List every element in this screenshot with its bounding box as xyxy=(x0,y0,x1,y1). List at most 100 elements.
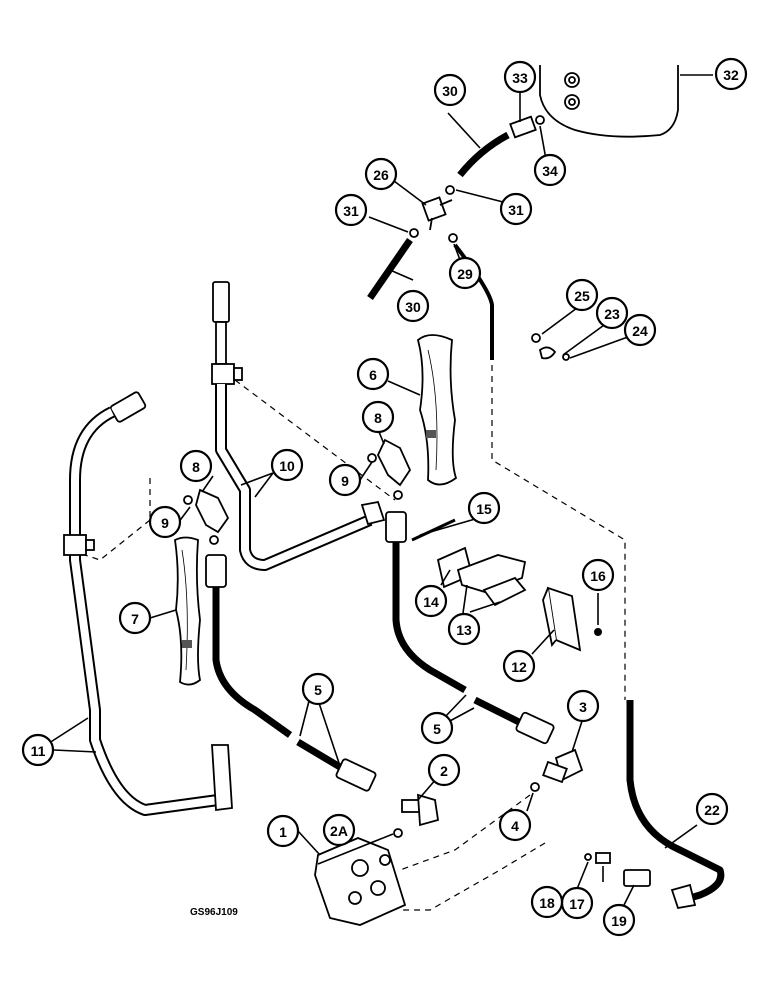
callout-label: 7 xyxy=(131,611,139,627)
callout-circle xyxy=(595,296,629,330)
callout-30b: 30 xyxy=(396,289,430,323)
part-26-tee xyxy=(409,185,458,243)
callout-label: 30 xyxy=(442,83,458,99)
callout-circle xyxy=(530,885,564,919)
part-30-lower-hoses xyxy=(367,238,494,360)
callout-5a: 5 xyxy=(301,672,335,706)
part-10-tube xyxy=(211,281,386,571)
callout-9b: 9 xyxy=(148,505,182,539)
callout-circle xyxy=(361,400,395,434)
callout-13: 13 xyxy=(447,612,481,646)
callout-group: 122A345567889910111213141516171819222324… xyxy=(21,57,748,937)
callout-circle xyxy=(565,278,599,312)
callout-label: 11 xyxy=(31,743,46,759)
callout-circle xyxy=(420,711,454,745)
part-32-reservoir xyxy=(539,65,679,138)
callout-label: 4 xyxy=(511,818,519,834)
callout-circle xyxy=(448,256,482,290)
part-13-clamp xyxy=(456,554,527,607)
callout-26: 26 xyxy=(364,157,398,191)
callout-circle xyxy=(179,449,213,483)
callout-8b: 8 xyxy=(179,449,213,483)
callout-circle xyxy=(328,463,362,497)
callout-circle xyxy=(322,813,356,847)
callout-label: 8 xyxy=(192,459,200,475)
callout-label: 16 xyxy=(590,568,606,584)
leader-lines xyxy=(45,74,713,906)
part-19-fitting xyxy=(623,869,651,887)
callout-label: 30 xyxy=(405,299,421,315)
callout-31b: 31 xyxy=(499,192,533,226)
callout-label: 1 xyxy=(279,824,287,840)
callout-label: 6 xyxy=(369,367,377,383)
callout-label: 9 xyxy=(341,473,349,489)
callout-14: 14 xyxy=(414,584,448,618)
callout-12: 12 xyxy=(502,649,536,683)
callout-circle xyxy=(602,903,636,937)
callout-33: 33 xyxy=(503,60,537,94)
callout-23: 23 xyxy=(595,296,629,330)
callout-16: 16 xyxy=(581,558,615,592)
callout-label: 31 xyxy=(343,203,359,219)
callout-circle xyxy=(502,649,536,683)
callout-label: 14 xyxy=(423,594,439,610)
callout-circle xyxy=(21,733,55,767)
callout-circle xyxy=(498,808,532,842)
callout-label: 32 xyxy=(723,67,739,83)
callout-circle xyxy=(533,153,567,187)
callout-circle xyxy=(433,73,467,107)
callout-label: 9 xyxy=(161,515,169,531)
callout-17: 17 xyxy=(560,886,594,920)
callout-circle xyxy=(623,313,657,347)
callout-circle xyxy=(499,192,533,226)
callout-label: 24 xyxy=(632,323,648,339)
callout-circle xyxy=(581,558,615,592)
part-5-hoses xyxy=(205,511,555,792)
part-15-bolt xyxy=(411,518,456,542)
part-12-bracket xyxy=(542,586,582,652)
callout-label: 23 xyxy=(604,306,620,322)
callout-6: 6 xyxy=(356,357,390,391)
callout-circle xyxy=(714,57,748,91)
callout-label: 2 xyxy=(440,763,448,779)
part-3-elbow xyxy=(542,748,584,784)
figure-code: GS96J109 xyxy=(190,907,238,918)
callout-label: 10 xyxy=(279,458,295,474)
parts-23-24-25-clip xyxy=(531,333,570,361)
callout-circle xyxy=(427,753,461,787)
part-22-hose xyxy=(626,700,725,910)
callout-circle xyxy=(447,612,481,646)
part-6-sleeve xyxy=(416,334,458,486)
dashed-routing-lines xyxy=(69,365,626,911)
part-2-elbow xyxy=(401,793,440,827)
part-33-fitting xyxy=(509,115,545,139)
callout-circle xyxy=(301,672,335,706)
callout-7: 7 xyxy=(118,601,152,635)
callout-11: 11 xyxy=(21,733,55,767)
part-7-sleeve xyxy=(174,536,201,686)
callout-circle xyxy=(148,505,182,539)
callout-circle xyxy=(266,814,300,848)
callout-label: 34 xyxy=(542,163,558,179)
callout-2a: 2A xyxy=(322,813,356,847)
callout-24: 24 xyxy=(623,313,657,347)
callout-circle xyxy=(566,689,600,723)
part-18-oring xyxy=(584,853,592,861)
callout-3: 3 xyxy=(566,689,600,723)
callout-label: 17 xyxy=(569,896,585,912)
callout-circle xyxy=(396,289,430,323)
part-8-elbows xyxy=(183,438,412,545)
callout-5b: 5 xyxy=(420,711,454,745)
callout-circle xyxy=(334,193,368,227)
callout-25: 25 xyxy=(565,278,599,312)
callout-circle xyxy=(414,584,448,618)
callout-10: 10 xyxy=(270,448,304,482)
callout-label: 19 xyxy=(611,913,627,929)
part-11-tube xyxy=(63,391,233,816)
part-1-valve xyxy=(314,837,407,926)
callout-label: 5 xyxy=(314,682,322,698)
callout-label: 12 xyxy=(511,659,527,675)
callout-circle xyxy=(356,357,390,391)
callout-label: 8 xyxy=(374,410,382,426)
callout-label: 25 xyxy=(574,288,590,304)
